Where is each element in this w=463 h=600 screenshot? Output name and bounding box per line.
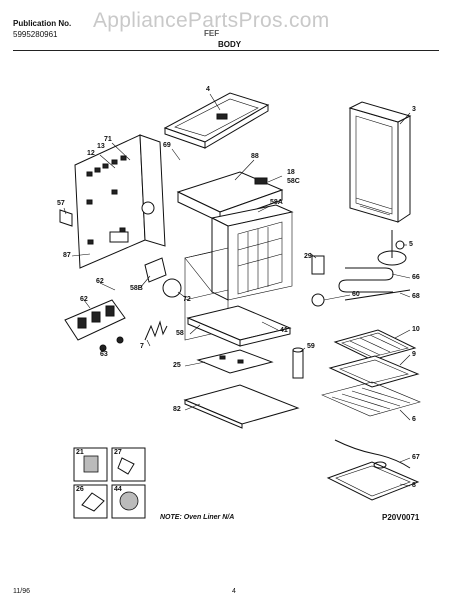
callout-82: 82: [173, 406, 181, 413]
callout-7: 7: [140, 343, 144, 350]
part-oven-rack: [321, 381, 421, 417]
callout-29: 29: [304, 253, 312, 260]
publication-number: 5995280961: [13, 30, 58, 39]
part-27: [117, 457, 135, 475]
callout-59: 59: [307, 343, 315, 350]
callout-27: 27: [114, 449, 122, 456]
callout-58b: 58B: [130, 285, 143, 292]
part-side-panel: [74, 134, 166, 269]
part-spring: [144, 320, 168, 341]
inset-box-27: [111, 447, 146, 482]
diagram-reference: P20V0071: [382, 513, 420, 522]
callout-58c: 58C: [287, 178, 300, 185]
callout-72: 72: [183, 296, 191, 303]
callout-6: 6: [412, 416, 416, 423]
part-bake-element: [326, 439, 420, 501]
part-58b: [144, 257, 167, 283]
footer-date: 11/96: [13, 588, 30, 595]
inset-box-26: [73, 484, 108, 519]
callout-69: 69: [163, 142, 171, 149]
callout-4: 4: [206, 86, 210, 93]
part-broiler-grid: [333, 329, 417, 361]
callout-26: 26: [76, 486, 84, 493]
callout-25: 25: [173, 362, 181, 369]
callout-62-upper: 62: [96, 278, 104, 285]
part-broil-pan: [328, 355, 420, 388]
part-kick-panel: [183, 384, 300, 429]
callout-5: 5: [409, 241, 413, 248]
part-26: [81, 492, 105, 512]
part-broil-element: [338, 267, 411, 301]
callout-67: 67: [412, 454, 420, 461]
part-terminal-block: [64, 299, 126, 352]
callout-87: 87: [63, 252, 71, 259]
part-label-57: [59, 209, 73, 227]
footer-page: 4: [232, 588, 236, 595]
header-rule: [13, 50, 439, 51]
callout-9: 9: [412, 351, 416, 358]
inset-box-44: [111, 484, 146, 519]
part-72: [162, 278, 182, 298]
callout-60: 60: [352, 291, 360, 298]
publication-label: Publication No.: [13, 19, 72, 28]
callout-3: 3: [412, 106, 416, 113]
callout-21: 21: [76, 449, 84, 456]
callout-13: 13: [97, 143, 105, 150]
inset-box-21: [73, 447, 108, 482]
section-title: BODY: [218, 40, 242, 49]
callout-66: 66: [412, 274, 420, 281]
part-element-support: [377, 230, 407, 266]
callout-58: 58: [176, 330, 184, 337]
part-60: [311, 293, 325, 307]
callout-62-lower: 62: [80, 296, 88, 303]
leader-lines: [63, 93, 411, 487]
part-thermostat-bulb: [292, 347, 304, 379]
callout-57: 57: [57, 200, 65, 207]
part-44: [119, 491, 139, 511]
callout-12: 12: [87, 150, 95, 157]
callout-88: 88: [251, 153, 259, 160]
callout-41: 41: [280, 327, 288, 334]
callout-8: 8: [412, 482, 416, 489]
model-number: FEF: [204, 29, 220, 38]
oven-liner-note: NOTE: Oven Liner N/A: [160, 514, 235, 521]
part-bottom-plate: [186, 305, 292, 347]
part-21: [83, 455, 99, 473]
callout-58a: 58A: [270, 199, 283, 206]
part-oven-frame: [210, 204, 294, 301]
part-back-panel: [348, 101, 412, 223]
callout-18: 18: [287, 169, 295, 176]
part-top-panel: [163, 92, 270, 149]
callout-44: 44: [114, 486, 122, 493]
part-29: [311, 255, 325, 275]
callout-10: 10: [412, 326, 420, 333]
part-drawer-panel: [196, 349, 274, 374]
callout-71: 71: [104, 136, 112, 143]
callout-63: 63: [100, 351, 108, 358]
callout-68: 68: [412, 293, 420, 300]
watermark: AppliancePartsPros.com: [93, 9, 330, 32]
